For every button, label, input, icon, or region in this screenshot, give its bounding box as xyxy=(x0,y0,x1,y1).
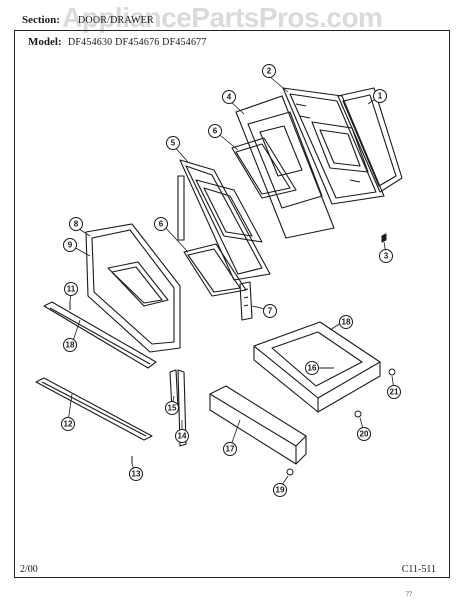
svg-text:17: 17 xyxy=(226,445,235,454)
svg-text:9: 9 xyxy=(68,241,73,250)
part-12-drawer-rail xyxy=(35,377,153,441)
section-row: Section: DOOR/DRAWER xyxy=(22,14,154,26)
part-2-door-liner xyxy=(282,87,385,205)
svg-text:4: 4 xyxy=(227,93,232,102)
svg-text:6: 6 xyxy=(159,220,164,229)
svg-text:1: 1 xyxy=(378,92,383,101)
part-3-clip xyxy=(381,233,387,243)
svg-text:8: 8 xyxy=(74,220,79,229)
part-18-trim-strip xyxy=(43,301,157,369)
footer-corner-mark: ?? xyxy=(405,590,412,598)
svg-text:7: 7 xyxy=(268,307,273,316)
svg-text:19: 19 xyxy=(276,486,285,495)
model-row: Model: DF454630 DF454676 DF454677 xyxy=(28,36,207,48)
svg-text:5: 5 xyxy=(171,139,176,148)
diagram-frame xyxy=(14,30,450,578)
svg-text:12: 12 xyxy=(64,420,73,429)
svg-text:11: 11 xyxy=(67,285,76,294)
model-label: Model: xyxy=(28,36,62,48)
svg-text:18: 18 xyxy=(342,318,351,327)
part-20-bumper xyxy=(354,410,362,418)
svg-text:13: 13 xyxy=(132,470,141,479)
part-19-bumper xyxy=(286,468,294,476)
section-label: Section: xyxy=(22,14,60,26)
part-16-drawer-pan xyxy=(253,321,381,413)
svg-text:21: 21 xyxy=(390,388,399,397)
part-1-gasket xyxy=(337,87,403,193)
svg-text:18: 18 xyxy=(66,341,75,350)
svg-text:14: 14 xyxy=(178,432,187,441)
svg-text:20: 20 xyxy=(360,430,369,439)
model-value: DF454630 DF454676 DF454677 xyxy=(68,37,207,48)
part-7-hinge xyxy=(239,281,253,321)
part-9-outer-door xyxy=(85,223,181,353)
svg-text:15: 15 xyxy=(168,404,177,413)
footer-date: 2/00 xyxy=(20,564,38,575)
watermark-text: AppliancePartsPros.com xyxy=(62,2,383,33)
part-6-lower-glass xyxy=(183,243,247,297)
svg-text:3: 3 xyxy=(384,252,389,261)
svg-text:6: 6 xyxy=(213,127,218,136)
part-17-drawer-front xyxy=(209,385,307,465)
part-4-door-panel xyxy=(235,95,335,239)
svg-text:2: 2 xyxy=(267,67,272,76)
part-6-upper-glass xyxy=(231,137,297,199)
section-value: DOOR/DRAWER xyxy=(78,15,154,26)
part-5-window-frame xyxy=(177,159,271,281)
part-21-bumper xyxy=(388,368,396,376)
svg-text:16: 16 xyxy=(308,364,317,373)
footer-page-code: C11-511 xyxy=(401,564,436,575)
part-14-bracket xyxy=(177,369,187,447)
